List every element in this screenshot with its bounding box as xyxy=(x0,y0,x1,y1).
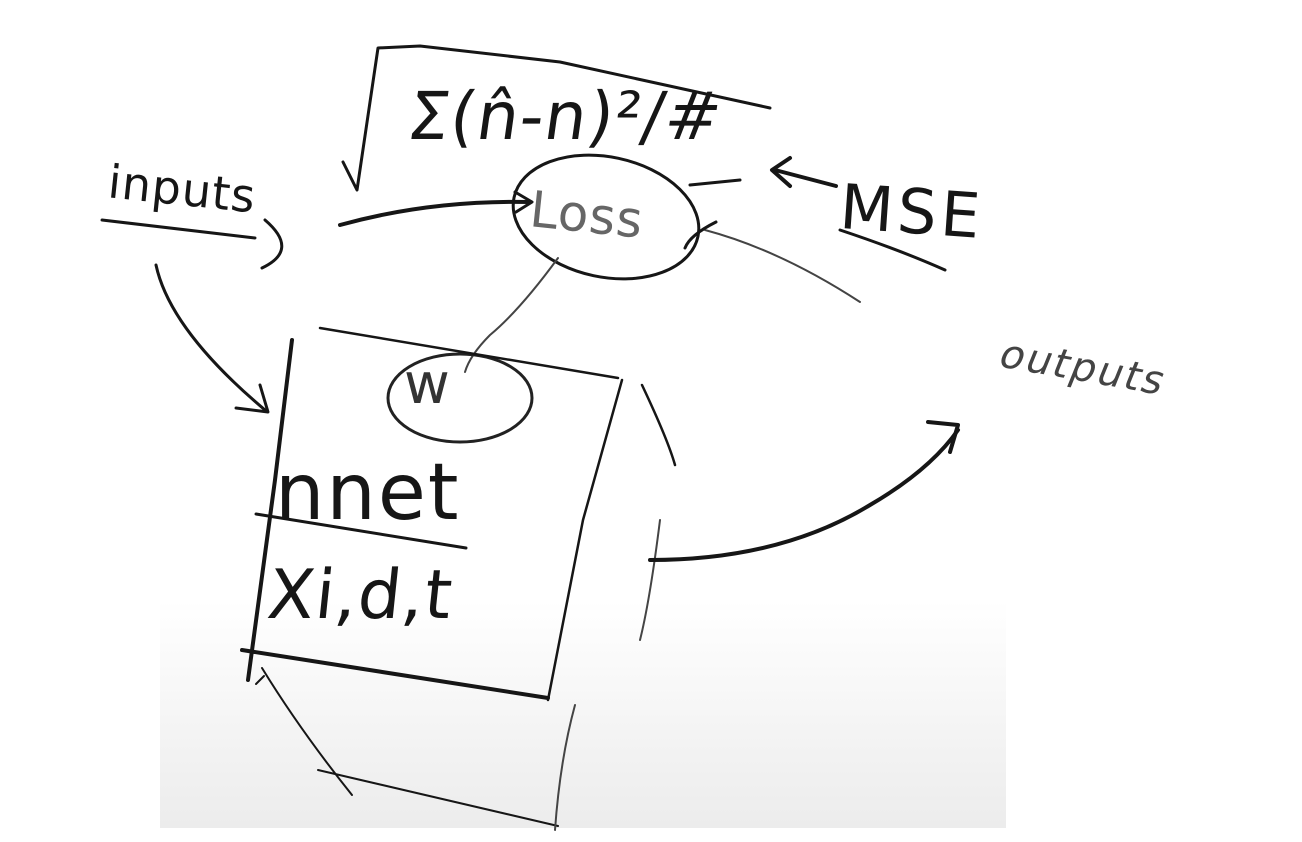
inputs-to-loss-arrow xyxy=(338,199,532,227)
box-left xyxy=(246,338,294,682)
inputs-brace xyxy=(260,218,284,270)
box-top xyxy=(318,326,620,380)
inputs-underline xyxy=(100,218,257,240)
outputs-to-loss-line xyxy=(704,229,861,303)
inputs-to-nnet-arrow xyxy=(154,263,267,412)
sqrt-sign xyxy=(341,44,772,192)
box-right xyxy=(546,378,624,702)
weights-label: w xyxy=(404,352,451,417)
mse-formula: Σ(n̂-n)²/# xyxy=(402,78,728,155)
shaded-region xyxy=(160,600,1006,828)
nnet-to-outputs-arrow xyxy=(648,428,960,562)
w-ellipse xyxy=(386,352,534,444)
loss-ellipse xyxy=(511,153,701,281)
box-bottom xyxy=(240,648,550,700)
box-divider xyxy=(254,512,468,550)
mse-arrow xyxy=(773,168,838,188)
mse-underline xyxy=(838,228,947,272)
loss-label: Loss xyxy=(527,180,647,250)
params-label: Xi,d,t xyxy=(263,556,457,635)
nnet-label: nnet xyxy=(275,448,461,538)
loss-to-w-line xyxy=(464,257,559,373)
mse-label: MSE xyxy=(837,170,987,253)
